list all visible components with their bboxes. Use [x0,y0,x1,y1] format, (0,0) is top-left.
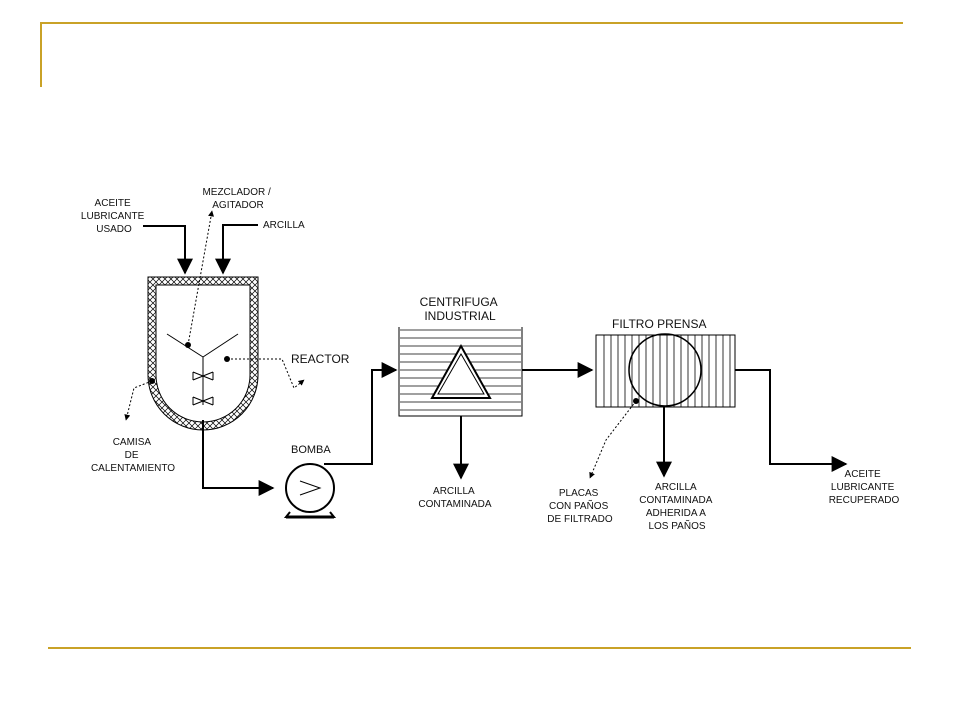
product-stream [735,369,848,472]
plates-label: PLACAS CON PAÑOS DE FILTRADO [547,488,613,525]
pump-to-centrifuge-stream [324,362,398,465]
centrifuge [398,327,523,417]
clay-feed-stream [215,224,258,275]
filter-output-label: ARCILLA CONTAMINADA ADHERIDA A LOS PAÑOS [639,482,714,532]
reactor-inner [155,284,251,423]
agitator [166,333,239,406]
clay-input-label: ARCILLA [263,220,305,231]
reactor-label: REACTOR [291,352,350,366]
slide-frame [40,22,911,649]
filter-press-label: FILTRO PRENSA [612,317,706,331]
centrifuge-label: CENTRIFUGA INDUSTRIAL [420,295,501,323]
reactor-pointer [224,356,305,389]
mixer-pointer [185,210,215,348]
jacket-label: CAMISA DE CALENTAMIENTO [91,437,175,474]
filter-drum [628,333,702,407]
feed-oil-stream [143,225,193,275]
pump [283,463,337,519]
reactor-to-pump-stream [202,420,275,496]
feed-oil-label: ACEITE LUBRICANTE USADO [81,198,147,235]
jacket-pointer [124,378,155,421]
centrifuge-output-label: ARCILLA CONTAMINADA [418,486,491,510]
plates-pointer [589,398,639,479]
mixer-label: MEZCLADOR / AGITADOR [202,187,273,211]
product-label: ACEITE LUBRICANTE RECUPERADO [829,469,900,506]
pump-label: BOMBA [291,444,331,456]
centrifuge-triangle [430,343,492,399]
filter-press [595,333,736,408]
reactor-vessel [147,276,259,431]
